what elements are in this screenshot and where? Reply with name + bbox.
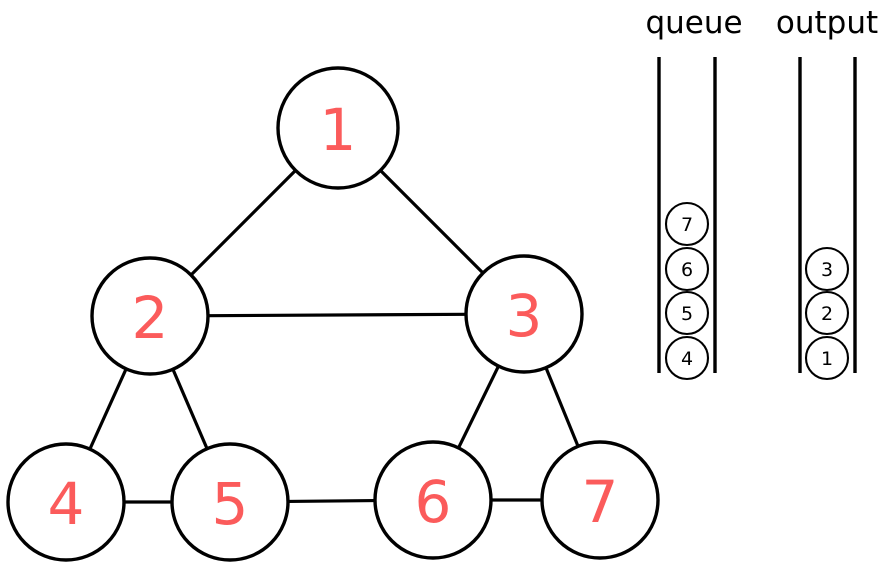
queue-token-label-4: 4 <box>681 348 693 370</box>
graph-node-circle-4 <box>6 442 126 562</box>
output-heading: output <box>776 5 878 41</box>
queue-heading: queue <box>645 5 742 41</box>
graph-node-circle-1 <box>276 66 400 190</box>
graph-node-label-3: 3 <box>506 282 543 350</box>
queue-token-label-5: 5 <box>681 303 693 325</box>
graph-node-3[interactable]: 3 <box>464 254 584 374</box>
queue-token-4[interactable]: 4 <box>664 335 710 381</box>
output-token-2[interactable]: 2 <box>804 290 850 336</box>
output-token-label-1: 1 <box>821 348 833 370</box>
graph-node-circle-2 <box>90 256 210 376</box>
queue-output-columns: queue 7 6 5 4 output 3 2 1 <box>645 5 878 381</box>
graph-node-5[interactable]: 5 <box>170 442 290 562</box>
output-column: output 3 2 1 <box>776 5 878 381</box>
graph-edge-1-3 <box>379 169 485 275</box>
queue-column: queue 7 6 5 4 <box>645 5 743 381</box>
graph-node-label-7: 7 <box>582 468 619 536</box>
graph-edge-1-2 <box>189 169 297 277</box>
graph-edge-layer <box>88 169 580 504</box>
graph-node-7[interactable]: 7 <box>540 440 660 560</box>
output-token-circle-2 <box>804 290 850 336</box>
graph-node-2[interactable]: 2 <box>90 256 210 376</box>
graph-node-4[interactable]: 4 <box>6 442 126 562</box>
graph-edge-3-7 <box>544 367 580 447</box>
graph-node-6[interactable]: 6 <box>373 440 493 560</box>
graph-node-label-1: 1 <box>320 96 357 164</box>
output-token-label-2: 2 <box>821 303 833 325</box>
queue-token-circle-6 <box>664 246 710 292</box>
output-token-circle-3 <box>804 246 850 292</box>
output-token-3[interactable]: 3 <box>804 246 850 292</box>
queue-token-circle-4 <box>664 335 710 381</box>
queue-token-7[interactable]: 7 <box>664 201 710 247</box>
graph-edge-2-5 <box>171 368 209 450</box>
queue-token-5[interactable]: 5 <box>664 290 710 336</box>
graph-node-label-6: 6 <box>415 468 452 536</box>
graph-edge-5-6 <box>287 498 376 504</box>
graph-node-label-2: 2 <box>132 284 169 352</box>
graph-node-circle-6 <box>373 440 493 560</box>
graph-node-label-5: 5 <box>212 470 249 538</box>
queue-token-6[interactable]: 6 <box>664 246 710 292</box>
graph-node-circle-5 <box>170 442 290 562</box>
output-token-label-3: 3 <box>821 259 833 281</box>
graph-node-label-4: 4 <box>48 470 85 538</box>
graph-edge-3-6 <box>457 365 500 449</box>
graph-node-circle-7 <box>540 440 660 560</box>
output-token-circle-1 <box>804 335 850 381</box>
graph-node-circle-3 <box>464 254 584 374</box>
queue-token-label-7: 7 <box>681 214 693 236</box>
graph-node-1[interactable]: 1 <box>276 66 400 190</box>
queue-token-circle-7 <box>664 201 710 247</box>
queue-token-circle-5 <box>664 290 710 336</box>
output-token-1[interactable]: 1 <box>804 335 850 381</box>
queue-token-label-6: 6 <box>681 259 693 281</box>
graph-node-layer: 1 2 3 4 5 6 7 <box>6 66 660 562</box>
graph-edge-2-3 <box>207 312 467 318</box>
graph-edge-2-4 <box>88 368 128 450</box>
